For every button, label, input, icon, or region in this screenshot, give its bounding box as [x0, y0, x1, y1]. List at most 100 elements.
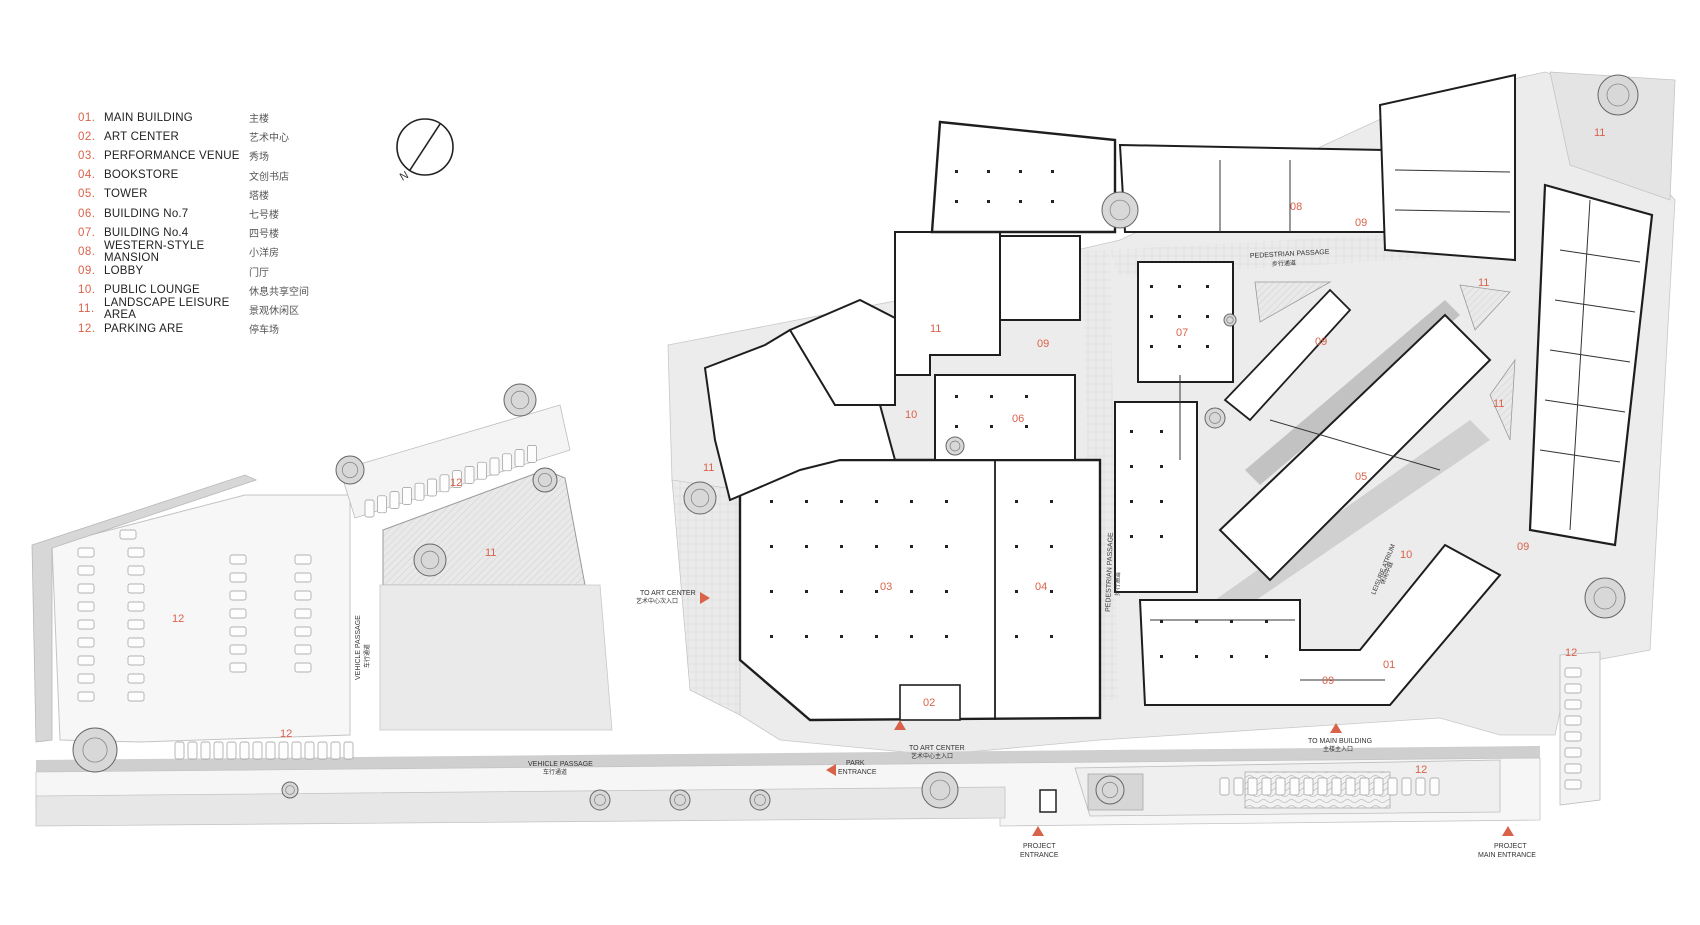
column-dot: [875, 635, 878, 638]
parking-stall: [294, 554, 312, 565]
north-letter: N: [398, 169, 411, 183]
parking-stall: [294, 644, 312, 655]
guard-house: [1039, 789, 1057, 813]
legend-label-cn: 文创书店: [249, 171, 289, 183]
parking-stall: [127, 691, 145, 702]
tree-icon: [1109, 199, 1131, 221]
column-dot: [910, 500, 913, 503]
parking-stall: [229, 572, 247, 583]
parking-stall: [1387, 777, 1398, 796]
legend-label: WESTERN-STYLE MANSION: [104, 239, 205, 264]
parking-stall: [77, 583, 95, 594]
pedestrian-passage-top-cn: 步行通道: [1272, 259, 1296, 268]
column-dot: [1178, 285, 1181, 288]
zone-number: 12: [1565, 647, 1577, 659]
column-dot: [1195, 655, 1198, 658]
parking-stall: [1373, 777, 1384, 796]
to-main-building: TO MAIN BUILDING: [1308, 738, 1372, 745]
column-dot: [1130, 535, 1133, 538]
tree-icon: [1593, 586, 1617, 610]
tree-icon: [503, 383, 537, 417]
parking-stall: [1289, 777, 1300, 796]
tree-icon: [1101, 191, 1139, 229]
column-dot: [1050, 635, 1053, 638]
column-dot: [840, 545, 843, 548]
column-dot: [987, 170, 990, 173]
tree-icon: [510, 390, 530, 410]
tree-icon: [1606, 83, 1630, 107]
parking-stall: [77, 655, 95, 666]
park-entrance-line2: ENTRANCE: [838, 769, 877, 776]
parking-stall: [414, 482, 425, 501]
parking-stall: [77, 619, 95, 630]
column-dot: [770, 545, 773, 548]
north-arrow: N: [396, 118, 454, 184]
parking-stall: [278, 741, 289, 760]
column-dot: [1160, 535, 1163, 538]
parking-stall: [343, 741, 354, 760]
project-main-entrance-line1: PROJECT: [1494, 843, 1527, 850]
buildings: [703, 73, 1654, 722]
zone-number: 02: [923, 697, 935, 709]
legend-number: 12.: [78, 322, 96, 335]
legend-label-cn: 主楼: [249, 114, 269, 126]
column-dot: [770, 635, 773, 638]
zone-number: 07: [1176, 327, 1188, 339]
parking-stall: [187, 741, 198, 760]
trees: [72, 74, 1639, 811]
legend-label-cn: 塔楼: [249, 190, 269, 202]
parking-stall: [239, 741, 250, 760]
building-no7: [934, 374, 1076, 461]
parking-stall: [1564, 731, 1582, 742]
column-dot: [1050, 590, 1053, 593]
column-dot: [955, 425, 958, 428]
vehicle-passage-side-cn: 车行通道: [363, 644, 371, 668]
tree-icon: [420, 550, 440, 570]
legend-label: LOBBY: [104, 265, 144, 278]
column-dot: [1195, 620, 1198, 623]
parking-stall: [229, 590, 247, 601]
legend-label: BUILDING No.4: [104, 226, 189, 239]
parking-stall: [1345, 777, 1356, 796]
column-dot: [1150, 315, 1153, 318]
legend-number: 08.: [78, 245, 96, 258]
column-dot: [955, 170, 958, 173]
zone-number: 10: [1400, 549, 1412, 561]
parking-stall: [402, 487, 412, 505]
column-dot: [945, 545, 948, 548]
pedestrian-passage-side: PEDESTRIAN PASSAGE: [1105, 532, 1115, 612]
project-main-entrance-line2: MAIN ENTRANCE: [1478, 852, 1536, 859]
parking-stall: [229, 554, 247, 565]
legend-label-cn: 停车场: [249, 325, 279, 337]
tree-icon: [72, 727, 118, 773]
parking-stall: [1564, 667, 1582, 678]
parking-stall: [489, 457, 500, 476]
column-dot: [1015, 590, 1018, 593]
column-dot: [1015, 545, 1018, 548]
parking-stall: [127, 673, 145, 684]
legend-label-cn: 景观休闲区: [249, 305, 299, 317]
legend-label: TOWER: [104, 188, 148, 201]
legend-label-cn: 门厅: [249, 267, 269, 279]
zone-number: 11: [930, 323, 941, 335]
parking-stall: [291, 741, 302, 760]
zone-number: 06: [1012, 413, 1024, 425]
column-dot: [770, 500, 773, 503]
column-dot: [1130, 500, 1133, 503]
north-arrow-circle: [396, 118, 454, 176]
column-dot: [955, 395, 958, 398]
parking-stall: [1233, 777, 1244, 796]
project-entrance-line2: ENTRANCE: [1020, 852, 1059, 859]
parking-stall: [229, 608, 247, 619]
pedestrian-passage-top: PEDESTRIAN PASSAGE: [1250, 249, 1330, 260]
column-dot: [1160, 465, 1163, 468]
tree-icon: [538, 472, 553, 487]
tree-icon: [749, 789, 771, 811]
legend-number: 10.: [78, 284, 96, 297]
tree-icon: [921, 771, 959, 809]
tree-icon: [929, 779, 951, 801]
tree-icon: [690, 488, 710, 508]
column-dot: [1015, 500, 1018, 503]
